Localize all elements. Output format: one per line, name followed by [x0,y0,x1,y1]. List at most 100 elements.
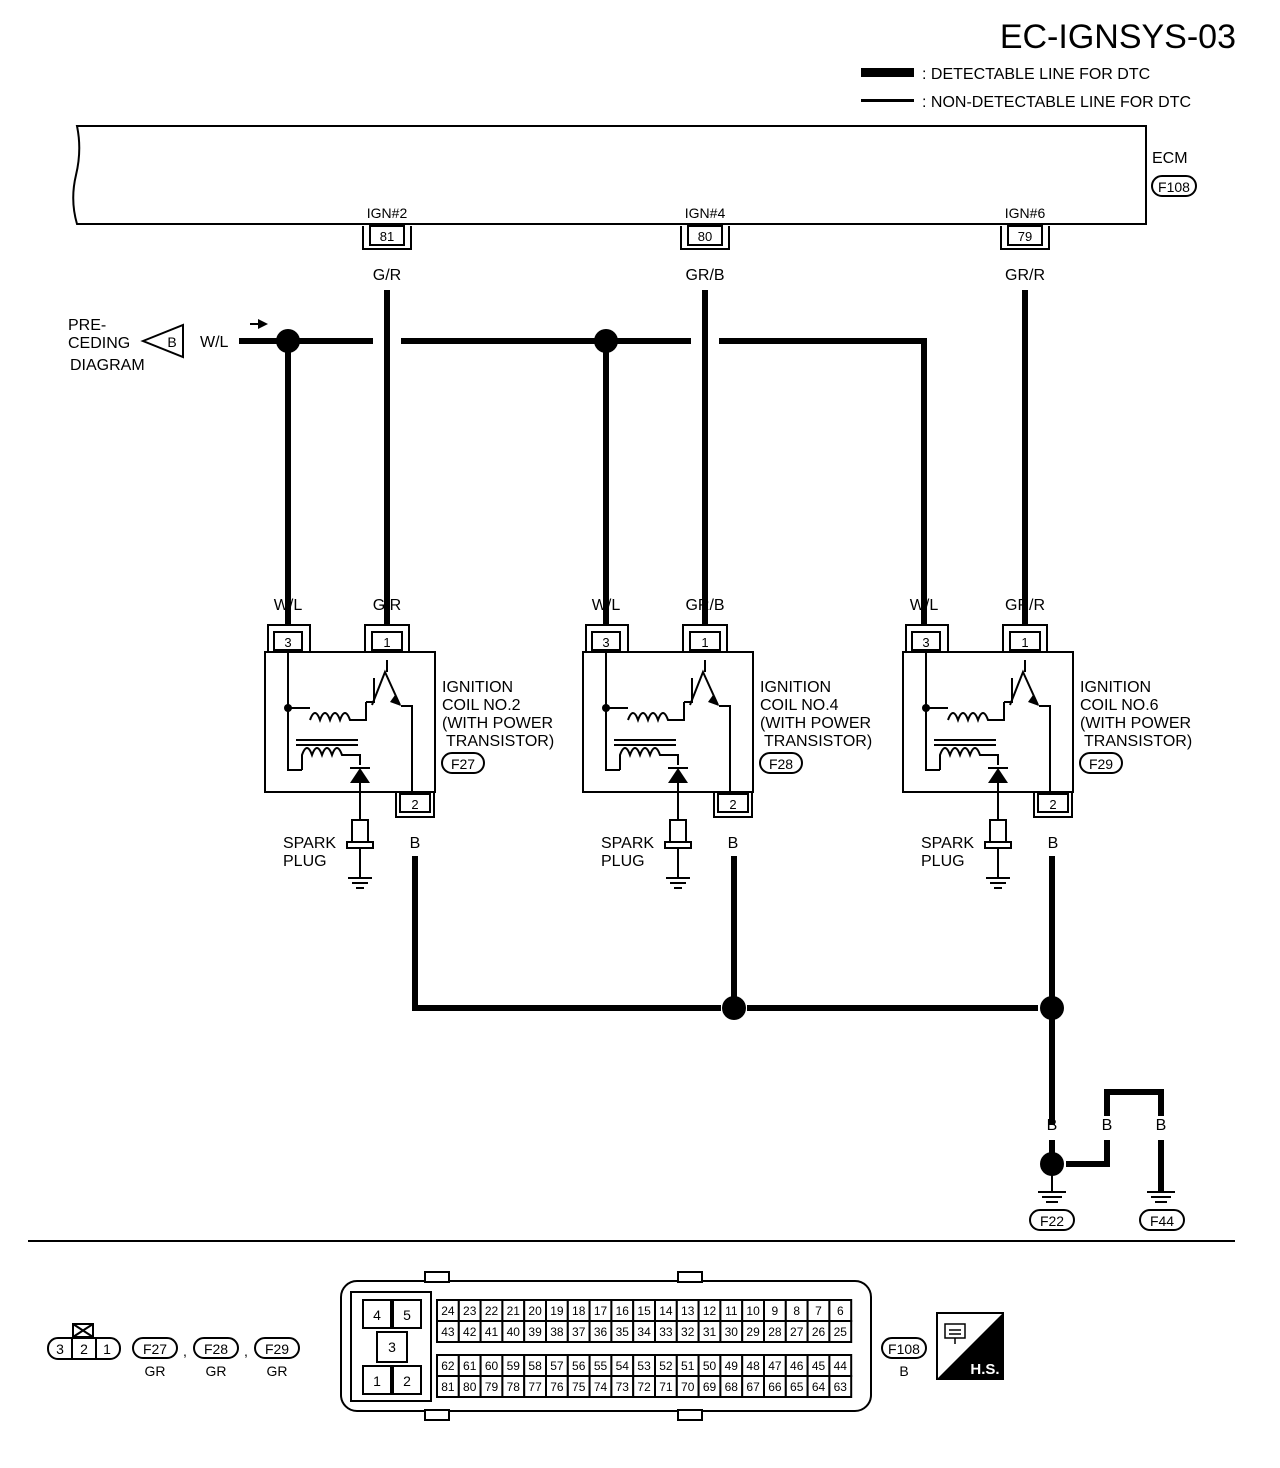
ecm-grid-pin: 53 [637,1359,651,1373]
pin-2: 2 [1049,797,1056,812]
ecm-grid-pin: 63 [834,1380,848,1394]
ecm-grid-pin: 60 [485,1359,499,1373]
wire-color-ground: B [410,835,421,852]
ecm-grid-pin: 10 [746,1304,760,1318]
preceding-line1: PRE- [68,317,106,334]
wire-color: G/R [373,267,401,284]
ecm-grid-pin: 51 [681,1359,695,1373]
ecm-grid-pin: 16 [616,1304,630,1318]
wire-color: GR/R [1005,267,1045,284]
terminal-pin: 81 [380,229,394,244]
ecm-block: ECM F108 [72,125,1197,225]
coil-name-2: COIL NO.2 [442,697,521,714]
ecm-grid-pin: 17 [594,1304,608,1318]
ecm-grid-pin: 39 [528,1325,542,1339]
preceding-line3: DIAGRAM [70,357,145,374]
ecm-grid-pin: 72 [637,1380,651,1394]
preceding-wire: W/L [200,334,229,351]
pin-1: 1 [383,635,390,650]
ecm-grid-pin: 19 [550,1304,564,1318]
ecm-grid-cell [828,1375,853,1398]
ignition-coil-6: W/L GR/R 3 1 2 SPARK PLUG B IGNITION CO [902,597,1192,889]
ecm-grid-pin: 55 [594,1359,608,1373]
ecm-grid-pin: 29 [746,1325,760,1339]
coil-connector-id: F29 [265,1341,289,1357]
ecm-grid-pin: 21 [507,1304,521,1318]
preceding-line2: CEDING [68,335,130,352]
ecm-connector-caption: F108 B [881,1337,927,1379]
ecm-grid-pin: 68 [725,1380,739,1394]
spark-plug-label-1: SPARK [283,835,336,852]
coil-pin: 3 [56,1341,64,1357]
coil-name-4: TRANSISTOR) [446,733,554,750]
ecm-grid-pin: 80 [463,1380,477,1394]
ecm-grid-pin: 45 [812,1359,826,1373]
coil-name-2: COIL NO.4 [760,697,839,714]
ecm-grid-pin: 43 [441,1325,455,1339]
spark-plug-label-1: SPARK [921,835,974,852]
ecm-grid-pin: 12 [703,1304,717,1318]
preceding-diagram-ref: PRE- CEDING DIAGRAM B W/L [68,317,268,374]
coil-pin: 1 [103,1341,111,1357]
ecm-grid-pin: 9 [772,1304,779,1318]
ecm-grid-pin: 20 [528,1304,542,1318]
ecm-grid-pin: 76 [550,1380,564,1394]
ecm-grid-pin: 66 [768,1380,782,1394]
ecm-grid-pin: 37 [572,1325,586,1339]
ecm-pin: 1 [373,1373,381,1389]
ecm-grid-pin: 24 [441,1304,455,1318]
terminal-name: IGN#4 [685,205,726,221]
ecm-grid-pin: 25 [834,1325,848,1339]
ecm-grid-pin: 26 [812,1325,826,1339]
connector-color: GR [206,1363,227,1379]
terminal-pin: 80 [698,229,712,244]
ecm-grid-pin: 62 [441,1359,455,1373]
coil-name-1: IGNITION [1080,679,1151,696]
ecm-connector-id-bottom: F108 [888,1341,920,1357]
preceding-connector: B [167,334,176,350]
pin-2: 2 [411,797,418,812]
pin-1: 1 [1021,635,1028,650]
terminal-name: IGN#2 [367,205,408,221]
ecm-grid-pin: 14 [659,1304,673,1318]
ecm-grid-pin: 40 [507,1325,521,1339]
ecm-grid-pin: 59 [507,1359,521,1373]
ecm-grid-pin: 65 [790,1380,804,1394]
ground-wire-main: B [1047,1117,1058,1134]
ecm-grid-pin: 79 [485,1380,499,1394]
ecm-grid-pin: 28 [768,1325,782,1339]
coil-connector-id: F27 [143,1341,167,1357]
ecm-grid-pin: 49 [725,1359,739,1373]
ground-connector-2: F44 [1150,1213,1174,1229]
connector-color: GR [267,1363,288,1379]
coil-connector-id: F29 [1089,756,1113,772]
coil-pin: 2 [80,1341,88,1357]
ecm-grid-pin: 34 [637,1325,651,1339]
coil-name-3: (WITH POWER [760,715,871,732]
wire-color-signal: G/R [373,597,401,614]
ecm-grid-pin: 32 [681,1325,695,1339]
ecm-terminal-ign6: IGN#6 79 GR/R [1000,205,1050,284]
hs-badge: H.S. [936,1312,1004,1380]
signal-lines [384,290,1028,624]
coil-name-4: TRANSISTOR) [764,733,872,750]
ecm-grid-pin: 42 [463,1325,477,1339]
ignition-coil-4: W/L GR/B 3 1 2 SPARK PLUG B IGNITION CO [582,597,872,889]
ecm-grid-pin: 64 [812,1380,826,1394]
legend-thick-line [861,68,914,77]
wire-color-power: W/L [910,597,939,614]
ecm-grid-pin: 11 [725,1304,738,1318]
ecm-grid-pin: 81 [441,1380,455,1394]
svg-text:,: , [244,1343,248,1359]
ecm-grid-pin: 38 [550,1325,564,1339]
ecm-grid-pin: 47 [768,1359,782,1373]
ecm-grid-pin: 71 [659,1380,673,1394]
ecm-grid-pin: 48 [746,1359,760,1373]
ecm-grid-pin: 56 [572,1359,586,1373]
wire-color-power: W/L [592,597,621,614]
ecm-connector-badge [1151,175,1197,197]
ecm-grid-pin: 22 [485,1304,499,1318]
ecm-grid-pin: 46 [790,1359,804,1373]
